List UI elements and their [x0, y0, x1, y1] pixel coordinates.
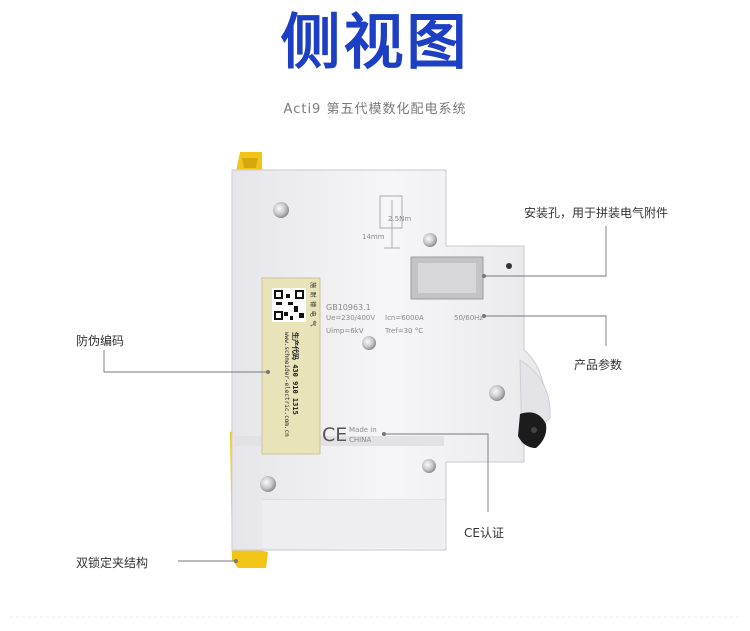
callout-lines [103, 226, 607, 562]
sticker-code: 生产代码 430 910 1315 [291, 332, 299, 415]
china-label: CHINA [349, 436, 372, 444]
dim-torque-label: 2.5Nm [388, 215, 412, 223]
dimension-marks [379, 195, 403, 249]
freq-label: 50/60Hz [454, 314, 484, 322]
ce-logo-text: CE [322, 424, 347, 446]
screw-bottom-left [260, 476, 276, 492]
icn-label: Icn=6000A [385, 314, 424, 322]
screw-top-mid [423, 233, 437, 247]
screw-lower-right [422, 459, 436, 473]
toggle-lever [518, 412, 547, 448]
anti-counterfeit-sticker [261, 277, 321, 455]
dim-strip-label: 14mm [362, 233, 385, 241]
uimp-label: Uimp=6kV [326, 327, 364, 335]
leader-anti-counterfeit [103, 350, 268, 373]
ue-label: Ue=230/400V [326, 314, 376, 322]
mounting-hole [410, 256, 484, 300]
callout-double-lock: 双锁定夹结构 [76, 556, 149, 570]
callout-ce: CE认证 [464, 526, 504, 540]
leader-params [484, 315, 607, 346]
screw-mid [362, 336, 376, 350]
leader-mounting-hole [484, 226, 607, 277]
tref-label: Tref=30 °C [385, 327, 424, 335]
ce-mark: CE [322, 424, 347, 446]
callout-product-params: 产品参数 [574, 358, 623, 372]
screw-small [506, 263, 512, 269]
callout-anti-counterfeit: 防伪编码 [76, 334, 125, 348]
sticker-brand: 施 耐 德 电 气 [309, 282, 316, 327]
sticker-url: www.schneider-electric.com.cn [283, 332, 290, 437]
page-subtitle: Acti9 第五代模数化配电系统 [283, 102, 467, 117]
screw-right [489, 385, 505, 401]
made-in-label: Made in [349, 426, 377, 434]
standard-label: GB10963.1 [326, 303, 371, 312]
page-title: 侧视图 [280, 8, 470, 78]
leader-ce [384, 433, 489, 512]
callout-mounting-hole: 安装孔，用于拼装电气附件 [524, 206, 669, 220]
screw-top-left [273, 202, 289, 218]
